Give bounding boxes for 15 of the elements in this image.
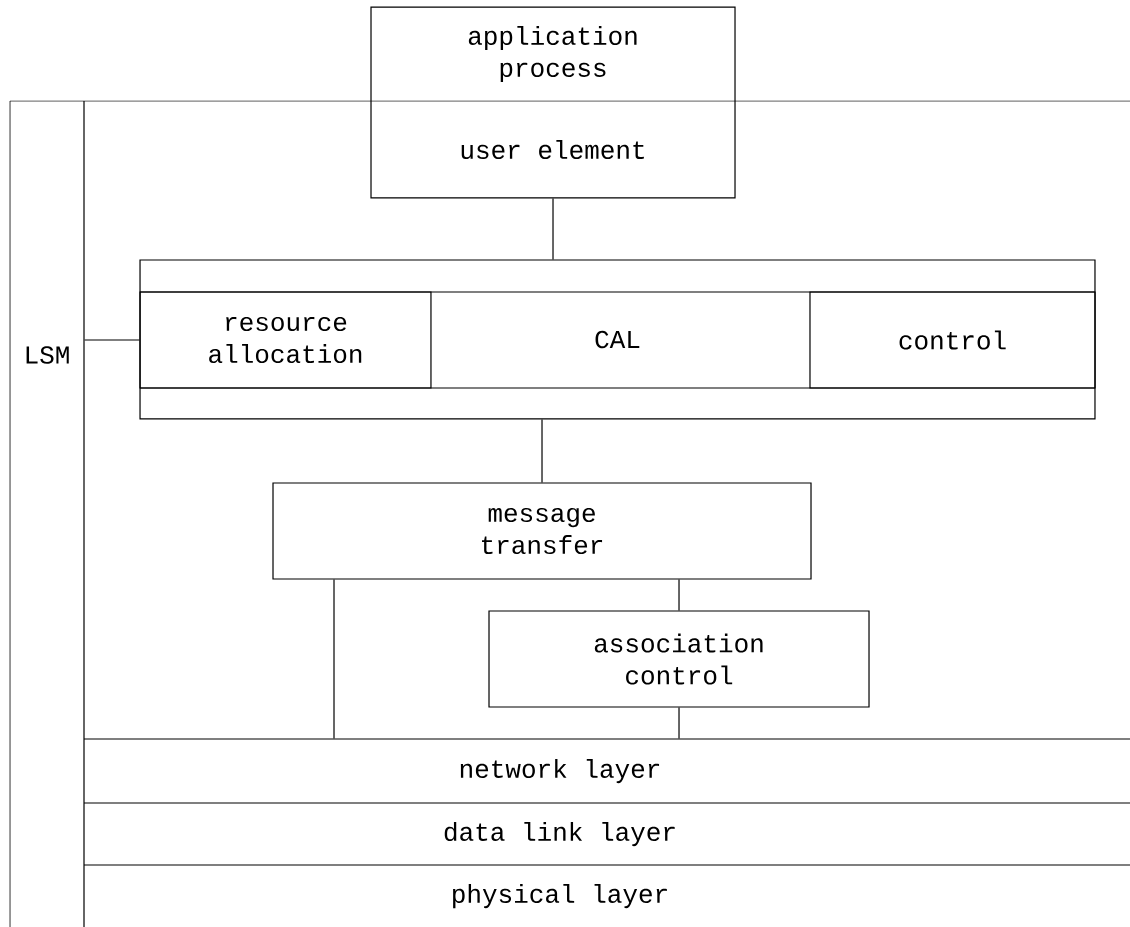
- connector-line: [84, 339, 141, 341]
- layer-band: network layer: [83, 738, 1130, 784]
- connector-line: [678, 707, 680, 739]
- layer-band: data link layer: [83, 802, 1130, 847]
- management-strip: LSM: [9, 100, 85, 927]
- layer-band: physical layer: [83, 864, 1130, 909]
- connector-line: [333, 579, 335, 739]
- process-box: resource allocation: [139, 291, 432, 389]
- process-box: application process user element: [370, 6, 736, 199]
- connector-line: [552, 197, 554, 261]
- connector-line: [541, 418, 543, 483]
- process-box: control: [809, 291, 1096, 389]
- process-box: message transfer: [272, 482, 812, 580]
- connector-line: [678, 579, 680, 611]
- process-box: association control: [488, 610, 870, 708]
